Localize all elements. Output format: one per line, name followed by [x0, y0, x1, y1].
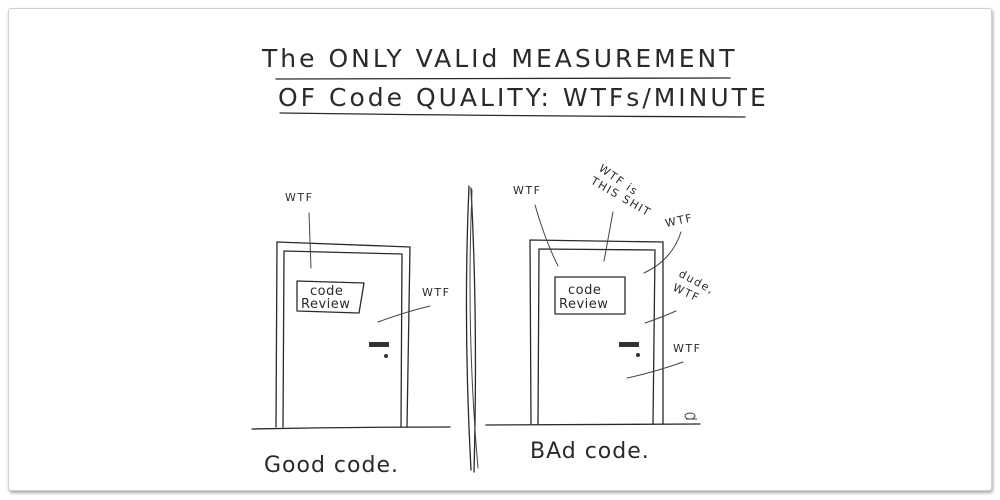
sign-line-1: code: [310, 284, 343, 299]
door-handle: [619, 342, 639, 347]
remark-wtf: WTF: [285, 191, 313, 204]
artist-signature-icon: [684, 412, 697, 420]
remark-pointer: [626, 361, 684, 379]
keyhole: [636, 353, 640, 357]
caption-good-code: Good code.: [264, 453, 399, 478]
remark-pointer: [377, 305, 431, 323]
code-review-sign: [296, 280, 365, 314]
comic-card: [8, 8, 992, 491]
remark-pointer: [644, 310, 677, 324]
sign-line-2: Review: [559, 297, 608, 312]
remark-wtf: WTF: [664, 211, 695, 230]
code-review-sign: [554, 276, 626, 315]
remark-pointer: [643, 231, 682, 274]
right-panel-bad-code: code Review WTF WTF is THIS SHIT WTF dud…: [485, 162, 717, 464]
caption-bad-code: BAd code.: [530, 439, 650, 464]
keyhole: [384, 354, 388, 358]
door-frame: [529, 239, 664, 425]
remark-pointer: [534, 204, 559, 267]
sign-line-2: Review: [301, 297, 350, 312]
door: [282, 250, 403, 428]
floor-line: [485, 423, 701, 426]
floor-line: [251, 426, 451, 430]
door-handle: [369, 342, 389, 347]
remark-wtf: WTF: [513, 184, 541, 197]
title-underline-2: [279, 112, 746, 118]
remark-wtf: WTF: [422, 286, 450, 299]
panel-divider: [465, 185, 479, 473]
sign-line-1: code: [568, 283, 601, 298]
door: [537, 248, 656, 425]
remark-pointer: [603, 211, 614, 262]
title-line-1: The ONLY VALId MEASUREMENT: [261, 44, 738, 73]
remark-pointer: [308, 212, 312, 269]
title-line-2: OF Code QUALITY: WTFs/MINUTE: [278, 83, 769, 112]
comic-title: The ONLY VALId MEASUREMENT OF Code QUALI…: [261, 44, 769, 118]
title-underline-1: [275, 77, 731, 80]
left-panel-good-code: code Review WTF WTF Good code.: [251, 191, 451, 478]
door-frame: [275, 241, 411, 428]
remark-wtf: WTF: [673, 342, 701, 355]
